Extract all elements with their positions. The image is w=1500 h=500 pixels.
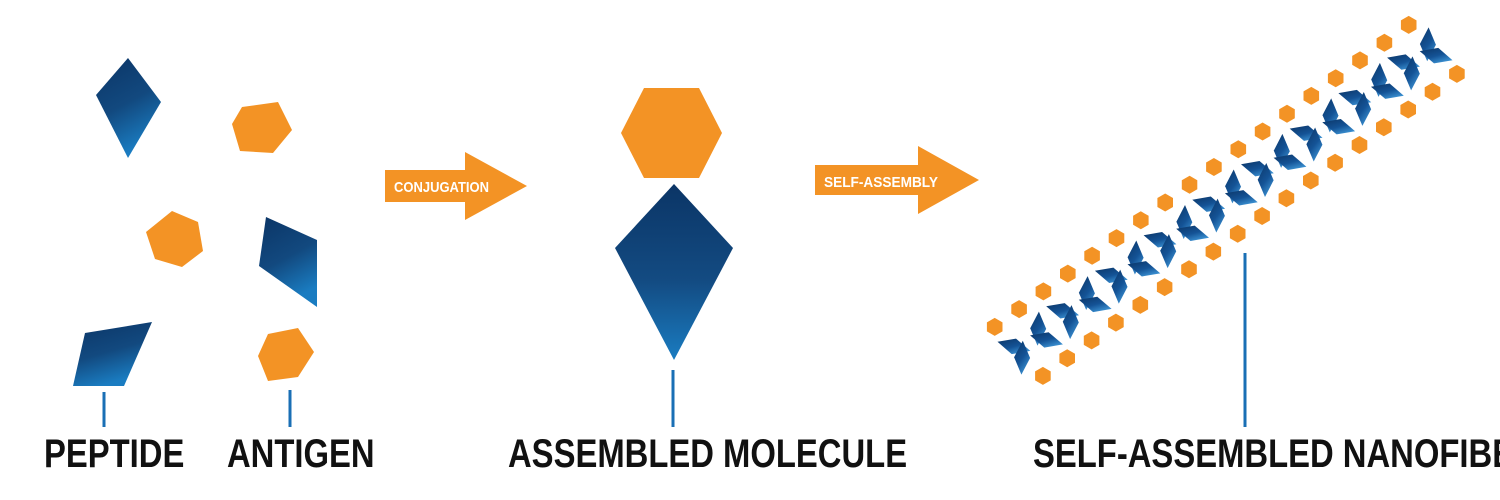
nanofiber-antigen xyxy=(1206,158,1222,176)
nanofiber-antigen xyxy=(1352,51,1368,70)
nanofiber-peptide xyxy=(1322,119,1356,135)
nanofiber-peptide xyxy=(1209,198,1225,233)
nanofiber-antigen xyxy=(1035,366,1051,385)
antigen-label: ANTIGEN xyxy=(227,432,375,476)
nanofiber-peptide xyxy=(1371,83,1404,99)
nanofiber-antigen xyxy=(1205,242,1222,261)
peptide-shape xyxy=(96,58,161,158)
nanofiber-antigen xyxy=(1327,69,1344,88)
nanofiber-antigen xyxy=(1278,189,1295,208)
nanofiber-antigen xyxy=(1400,100,1416,119)
nanofiber-peptide xyxy=(1127,261,1161,277)
nanofiber-antigen xyxy=(1181,175,1198,194)
nanofiber-antigen xyxy=(1108,229,1125,248)
nanofiber-antigen xyxy=(1424,82,1441,101)
nanofiber-antigen xyxy=(1035,282,1052,301)
antigen-shape xyxy=(146,211,203,267)
nanofiber-antigen xyxy=(1108,313,1124,332)
nanofiber-antigen xyxy=(1011,300,1027,319)
nanofiber-peptide xyxy=(1403,56,1420,91)
nanofiber-antigen xyxy=(1060,264,1076,283)
nanofiber-antigen xyxy=(1133,211,1149,230)
peptide-shape xyxy=(259,217,317,307)
conjugation-arrow-label: CONJUGATION xyxy=(394,179,489,196)
antigen-shape xyxy=(258,328,314,381)
self-assembly-arrow xyxy=(815,146,979,214)
self-assembly-arrow-label: SELF-ASSEMBLY xyxy=(824,174,938,191)
nanofiber-antigen xyxy=(1400,15,1417,34)
nanofiber-peptide xyxy=(1306,127,1323,162)
nanofiber-antigen xyxy=(1449,64,1465,83)
nanofiber-antigen xyxy=(986,317,1003,336)
nanofiber-peptide xyxy=(1176,225,1209,241)
nanofiber-antigen xyxy=(1376,118,1392,137)
assembled-antigen-hexagon xyxy=(621,88,722,178)
nanofiber-peptide xyxy=(1111,269,1128,304)
nanofiber-peptide xyxy=(1273,154,1307,170)
nanofiber-peptide xyxy=(1078,296,1112,313)
nanofiber-peptide xyxy=(1160,234,1177,269)
nanofiber-antigen xyxy=(1254,122,1271,141)
nanofiber-peptide xyxy=(1224,190,1258,206)
nanofiber-antigen xyxy=(1181,260,1197,279)
peptide-shape xyxy=(73,322,152,386)
peptide-label: PEPTIDE xyxy=(44,432,185,476)
nanofiber-antigen xyxy=(1132,295,1149,314)
nanofiber xyxy=(986,15,1465,385)
nanofiber-antigen xyxy=(1084,246,1100,265)
assembled-molecule-label: ASSEMBLED MOLECULE xyxy=(508,432,908,476)
nanofiber-antigen xyxy=(1254,207,1270,225)
conjugation-arrow xyxy=(385,152,527,220)
nanofiber-peptide xyxy=(1014,340,1031,375)
nanofiber-peptide xyxy=(1030,332,1063,348)
nanofiber-antigen xyxy=(1279,104,1295,123)
nanofiber-peptide xyxy=(1355,92,1372,126)
nanofiber-antigen xyxy=(1303,171,1319,190)
nanofiber-antigen xyxy=(1351,136,1368,154)
nanofiber-antigen xyxy=(1156,278,1173,297)
nanofiber-antigen xyxy=(1083,331,1100,350)
nanofiber-antigen xyxy=(1229,224,1246,243)
nanofiber-antigen xyxy=(1230,140,1247,159)
nanofiber-peptide xyxy=(1419,47,1453,64)
nanofiber-peptide xyxy=(1257,163,1274,197)
nanofiber-peptide xyxy=(1062,305,1079,340)
assembled-peptide-diamond xyxy=(615,184,733,360)
nanofiber-antigen xyxy=(1157,193,1173,212)
nanofiber-antigen xyxy=(1059,349,1075,368)
nanofiber-antigen xyxy=(1376,33,1393,52)
nanofiber-antigen xyxy=(1327,153,1343,172)
nanofiber-label: SELF-ASSEMBLED NANOFIBER xyxy=(1033,432,1500,476)
antigen-shape xyxy=(232,102,292,153)
nanofiber-antigen xyxy=(1303,86,1320,105)
